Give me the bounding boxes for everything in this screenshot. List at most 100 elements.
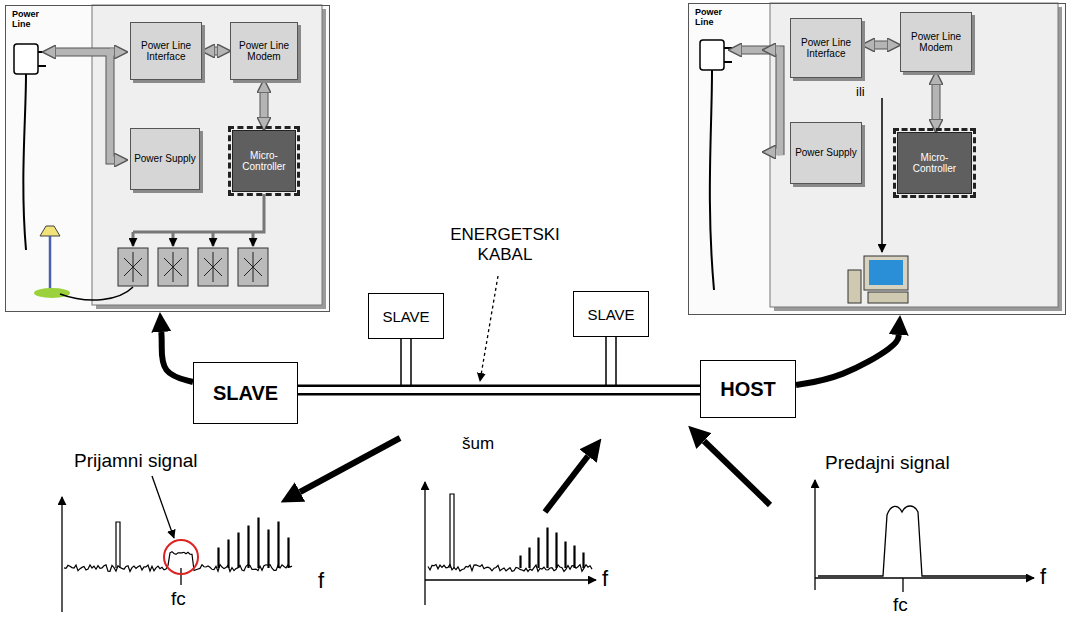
slave-drop-line	[605, 337, 607, 386]
power-plug	[724, 61, 732, 63]
spectrum-spike	[116, 522, 120, 568]
power-plug	[38, 65, 46, 67]
panel-frame	[92, 5, 322, 305]
computer-icon	[848, 256, 908, 303]
spectrum-axis	[815, 577, 1034, 578]
spectrum-axis	[61, 497, 62, 612]
spectrum-spike	[278, 522, 279, 568]
spectrum-spike	[538, 538, 539, 568]
connector-group	[875, 45, 887, 46]
bidirectional-arrow	[261, 93, 268, 117]
spectrum-spike	[556, 533, 557, 568]
supply-block: Power Supply	[130, 128, 200, 190]
detail-arrow	[161, 332, 193, 382]
spectrum-axis	[425, 579, 596, 580]
power-plug	[700, 40, 724, 70]
relay-symbol	[118, 248, 148, 286]
signal-label: šum	[462, 434, 494, 454]
lamp	[60, 287, 133, 300]
signal-label: fc	[893, 594, 908, 616]
slave-box: SLAVE	[193, 362, 298, 424]
relay-symbol	[118, 248, 268, 286]
leader-arrow	[152, 476, 174, 538]
power-plug	[14, 40, 732, 290]
spectrum-axis	[180, 568, 181, 585]
relay-bus	[132, 232, 135, 246]
node-text: Power Line Interface	[134, 40, 198, 63]
node-text: Power Line	[695, 8, 735, 28]
modem-block: Power Line Modem	[230, 22, 298, 80]
spectrum-spike	[520, 556, 521, 568]
plug-feed-arrow	[110, 49, 114, 56]
microcontroller-chip: Micro-Controller	[232, 130, 296, 192]
node-text: SLAVE	[213, 382, 278, 405]
slave-box: SLAVE	[573, 291, 649, 337]
spectrum-spike	[228, 540, 229, 568]
slave-drop-line	[410, 339, 412, 386]
host-box: HOST	[700, 360, 796, 418]
signal-label: Prijamni signal	[74, 450, 198, 472]
connector-group	[215, 51, 217, 52]
ili-arrow	[881, 98, 883, 252]
connector-group	[936, 85, 937, 119]
spectrum-spike	[248, 526, 249, 568]
node-text: Power Line	[12, 10, 52, 30]
lamp	[40, 226, 60, 236]
connector-group	[264, 93, 265, 117]
connector-outline	[875, 41, 887, 50]
relay-bus	[212, 232, 215, 246]
signal-arrow	[704, 441, 770, 505]
signal-label: f	[602, 566, 608, 592]
signal-arrow	[300, 438, 400, 492]
computer-icon	[868, 292, 908, 303]
spectrum-spike	[547, 528, 548, 568]
node-text: Power Supply	[795, 147, 857, 159]
node-text: Micro-Controller	[236, 150, 292, 173]
node-text: Power Supply	[134, 153, 196, 165]
spectrum-spike	[565, 542, 566, 568]
connector-outline	[260, 93, 269, 117]
bidirectional-arrow	[875, 42, 887, 49]
node-text: Power Line Interface	[794, 37, 858, 60]
choice-label: ili	[856, 84, 865, 99]
plug-feed-arrow	[742, 50, 780, 152]
slave-drop-line	[400, 339, 402, 386]
relay-symbol	[244, 252, 262, 282]
spectrum-spike	[288, 538, 289, 568]
connector-outline	[215, 47, 217, 56]
signal-arrow	[300, 438, 770, 512]
node-text: SLAVE	[382, 308, 429, 325]
power-plug	[23, 74, 26, 250]
power-plug	[38, 51, 46, 53]
relay-symbol	[158, 248, 188, 286]
power-cable-inner	[298, 387, 700, 393]
computer-icon	[848, 270, 861, 303]
spectrum-axis	[902, 578, 903, 592]
node-text: Power Line Modem	[234, 40, 294, 63]
relay-bus	[133, 194, 264, 232]
relay-symbol	[204, 252, 222, 282]
spectrum-axis	[424, 482, 425, 605]
plug-feed-arrow	[56, 52, 114, 160]
carrier-circle	[164, 540, 198, 574]
power-plug	[14, 44, 38, 74]
relay-bus	[172, 232, 175, 246]
node-text: Power Line Modem	[904, 31, 968, 54]
spectrum-axis	[62, 480, 1034, 612]
microcontroller-chip: Micro-Controller	[897, 132, 972, 194]
node-text: Micro-Controller	[901, 152, 968, 175]
relay-symbol	[198, 248, 228, 286]
slave-drop-line	[615, 337, 617, 386]
supply-block: Power Supply	[790, 122, 862, 184]
connector-group	[298, 390, 700, 391]
spectrum-spike	[529, 548, 530, 568]
computer-icon	[864, 256, 908, 290]
interface-block: Power Line Interface	[130, 22, 202, 80]
lamp	[49, 236, 52, 290]
spectrum-spike	[238, 533, 239, 568]
spectrum-spike	[574, 546, 575, 568]
modem-block: Power Line Modem	[900, 12, 972, 72]
slave-box: SLAVE	[368, 293, 444, 339]
